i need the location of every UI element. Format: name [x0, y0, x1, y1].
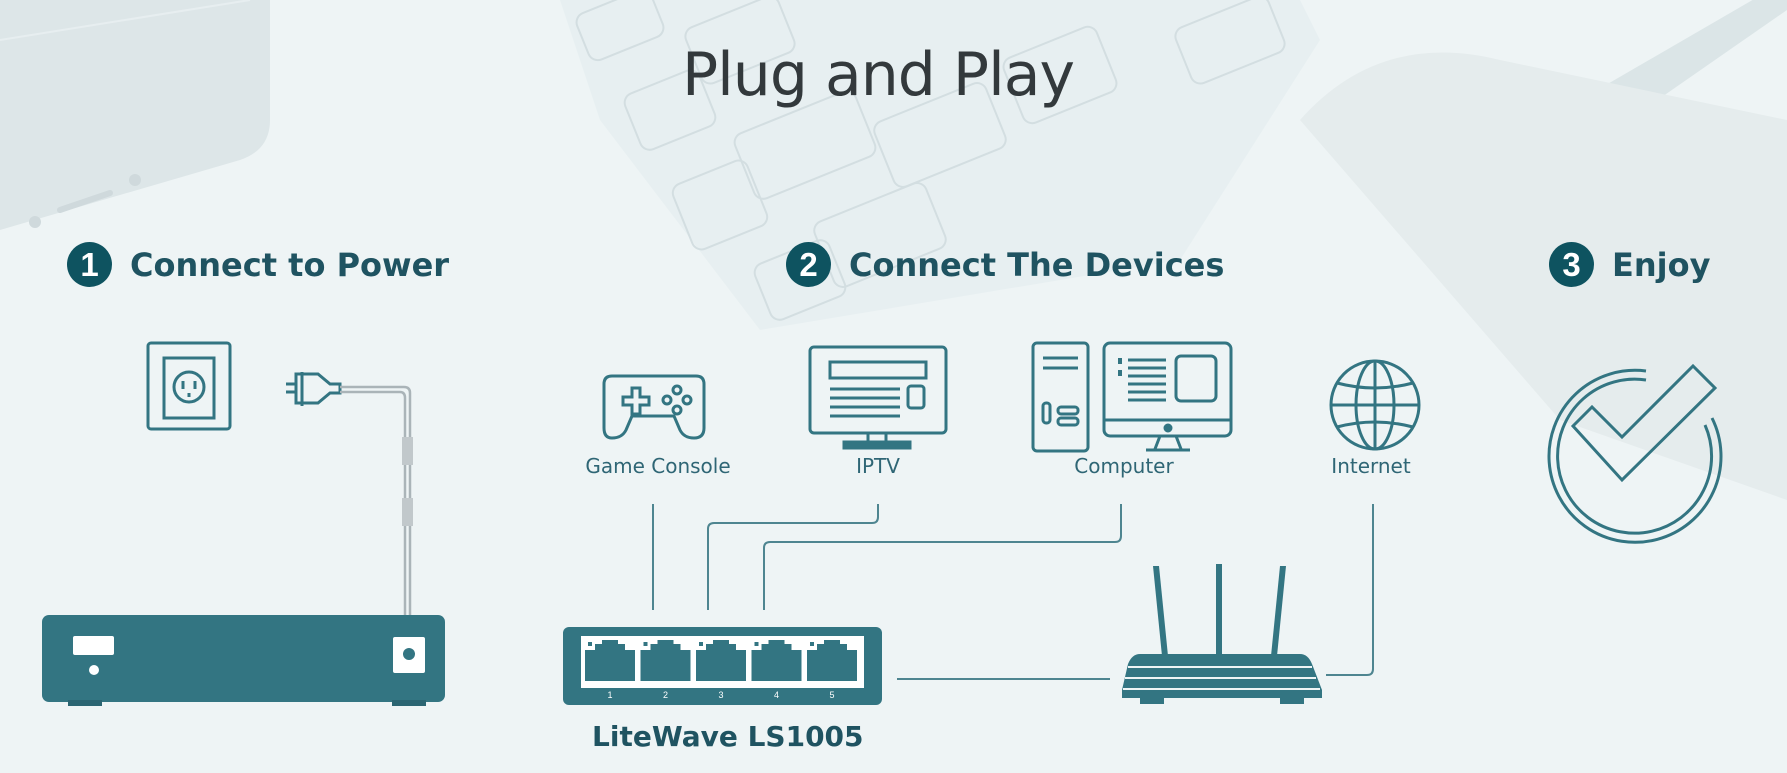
device-label-iptv: IPTV [856, 454, 900, 478]
switch-port [807, 640, 857, 681]
phone-background [0, 0, 270, 230]
step-connect-devices: 2 Connect The Devices [786, 242, 1224, 287]
switch-port [696, 640, 746, 681]
device-label-computer: Computer [1074, 454, 1174, 478]
step-number-badge: 2 [786, 242, 831, 287]
port-number-label: 1 [607, 690, 612, 700]
port-led [699, 642, 703, 646]
switch-rear-icon [42, 615, 445, 706]
keyboard-background [560, 0, 1320, 330]
port-led [810, 642, 814, 646]
device-label-internet: Internet [1331, 454, 1411, 478]
tv-icon [808, 345, 948, 450]
port-number-label: 4 [774, 690, 779, 700]
port-led [588, 642, 592, 646]
iptv-link [707, 504, 879, 610]
power-outlet-icon [146, 341, 232, 431]
switch-port [585, 640, 635, 681]
port-led [754, 642, 759, 646]
switch-port [751, 640, 802, 681]
step-number-badge: 1 [67, 242, 112, 287]
step-number-badge: 3 [1549, 242, 1594, 287]
router-icon [1122, 564, 1322, 704]
switch-port [640, 640, 691, 681]
desktop-computer-icon [1031, 341, 1233, 453]
step-label: Enjoy [1612, 245, 1711, 284]
computer-link [763, 504, 1122, 610]
port-number-label: 3 [718, 690, 723, 700]
port-number-label: 5 [829, 690, 834, 700]
pad-background [1300, 52, 1787, 500]
step-connect-power: 1 Connect to Power [67, 242, 449, 287]
step-label: Connect to Power [130, 245, 450, 284]
power-plug-icon [286, 372, 342, 406]
port-number-label: 2 [663, 690, 668, 700]
game-controller-icon [602, 374, 706, 440]
step-enjoy: 3 Enjoy [1549, 242, 1710, 287]
device-label-game-console: Game Console [585, 454, 731, 478]
globe-icon [1329, 359, 1421, 451]
port-led [643, 642, 648, 646]
internet-link [1326, 504, 1374, 676]
checkmark-circle-icon [1547, 363, 1723, 544]
connection-lines [652, 504, 1374, 680]
step-label: Connect The Devices [849, 245, 1225, 284]
network-switch-icon: 1 2 3 4 5 [563, 627, 882, 705]
page-title: Plug and Play [681, 40, 1075, 110]
power-cable [340, 385, 413, 618]
product-name: LiteWave LS1005 [592, 720, 864, 753]
